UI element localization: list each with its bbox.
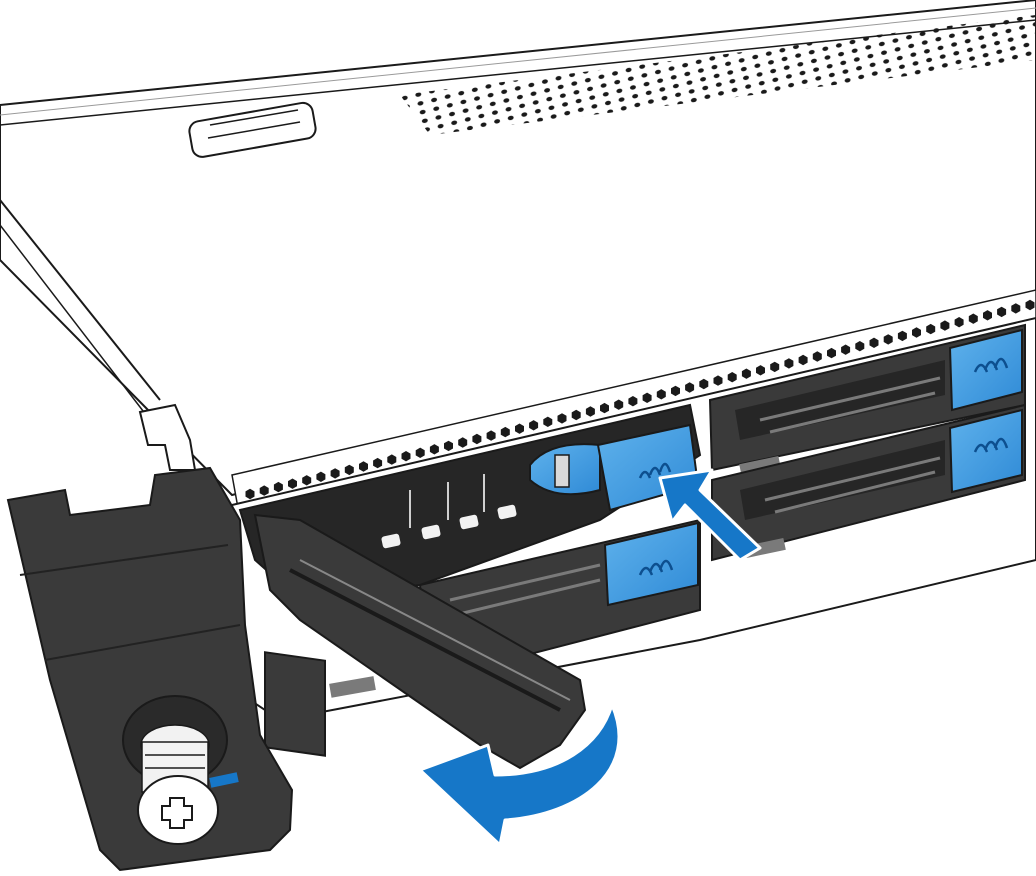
phillips-thumbscrew-icon[interactable]	[122, 695, 239, 845]
vent-hole	[756, 365, 765, 376]
vent-hole	[656, 389, 666, 400]
vent-hole	[316, 471, 326, 482]
top-label-plate	[188, 101, 317, 158]
vent-hole	[699, 378, 709, 390]
vent-hole	[671, 385, 680, 397]
vent-hole	[571, 409, 581, 421]
push-arrow-icon	[658, 468, 762, 562]
drive-tray-installed-lower-right	[711, 403, 1026, 562]
vent-hole	[515, 423, 524, 434]
vent-hole	[940, 320, 950, 331]
vent-hole	[642, 392, 652, 403]
vent-hole	[387, 454, 397, 465]
vent-hole	[912, 327, 921, 338]
rack-ear-bracket	[6, 403, 294, 872]
vent-hole	[827, 347, 836, 359]
vent-hole	[373, 457, 383, 469]
front-vent-strip	[231, 289, 1036, 509]
vent-hole	[1011, 303, 1021, 314]
vent-hole	[273, 481, 283, 493]
release-button-upper-right[interactable]	[948, 328, 1023, 412]
vent-hole	[897, 330, 907, 342]
vent-hole	[302, 475, 312, 486]
vent-hole	[614, 399, 624, 410]
vent-hole	[741, 368, 751, 379]
vent-hole	[500, 426, 510, 438]
vent-hole	[529, 420, 539, 431]
vent-hole	[330, 468, 340, 479]
vent-hole	[245, 488, 255, 500]
release-button-lower-left[interactable]	[603, 521, 699, 607]
vent-hole	[713, 375, 723, 386]
vent-hole	[997, 306, 1007, 318]
rotate-arrow-icon	[418, 703, 621, 847]
release-button-lower-right[interactable]	[948, 408, 1023, 494]
vent-hole	[1025, 299, 1035, 311]
vent-hole	[784, 358, 794, 369]
vent-hole	[543, 416, 553, 427]
vent-hole	[288, 478, 297, 489]
top-vent-grille	[400, 15, 1036, 135]
vent-hole	[557, 413, 567, 424]
vent-hole	[415, 447, 425, 458]
vent-hole	[401, 451, 411, 462]
vent-hole	[812, 351, 822, 362]
vent-hole	[458, 437, 468, 448]
vent-hole	[585, 406, 595, 417]
vent-hole	[444, 440, 453, 452]
drive-handle-open[interactable]	[253, 513, 587, 770]
vent-hole	[727, 372, 737, 383]
vent-hole	[855, 341, 865, 352]
vent-hole	[628, 396, 638, 407]
vent-hole	[798, 354, 808, 366]
vent-hole	[770, 361, 780, 373]
vent-hole	[968, 313, 978, 324]
vent-hole	[259, 485, 269, 496]
vent-hole	[472, 433, 482, 445]
vent-hole	[983, 310, 992, 321]
vent-hole	[883, 334, 893, 345]
vent-hole	[869, 337, 879, 348]
vent-hole	[841, 344, 851, 355]
vent-hole	[926, 323, 936, 335]
vent-hole	[486, 430, 496, 441]
vent-hole	[600, 402, 609, 414]
vent-hole	[359, 461, 368, 472]
vent-hole	[954, 317, 964, 328]
drive-led-indicators	[381, 474, 517, 549]
vent-hole	[429, 444, 439, 455]
vent-hole	[685, 382, 695, 393]
vent-hole	[344, 464, 354, 476]
